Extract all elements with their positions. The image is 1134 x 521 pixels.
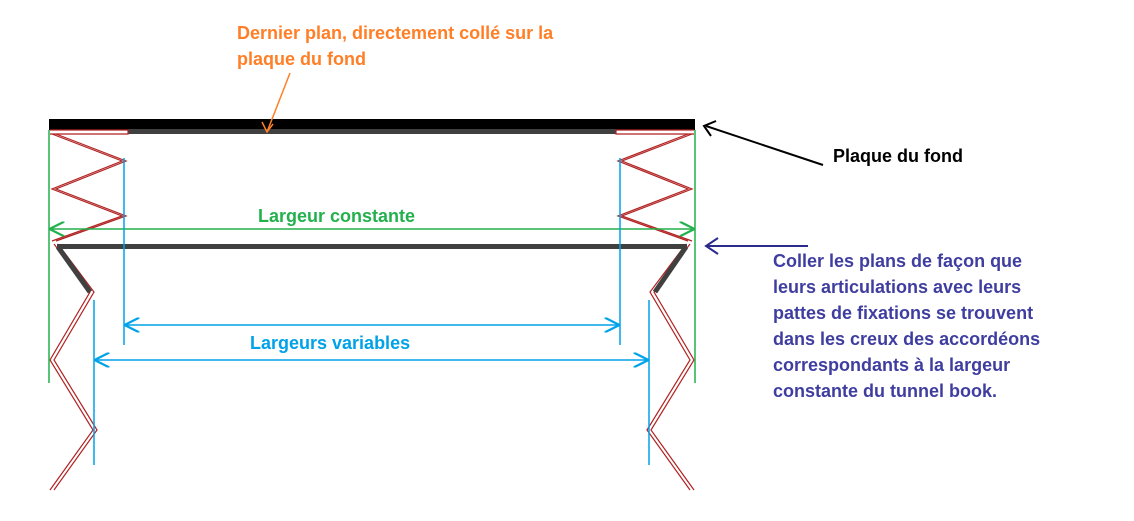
pointer-back-plate	[702, 120, 824, 166]
pointer-last-panel	[261, 72, 291, 134]
instructions-line-4: dans les creux des accordéons	[773, 329, 1041, 349]
instructions-label: Coller les plans de façon que leurs arti…	[773, 248, 1040, 404]
fixing-tab-left	[55, 245, 93, 294]
accordion-right-bottom	[646, 243, 695, 491]
last-panel	[128, 129, 616, 134]
instructions-line-2: leurs articulations avec leurs	[773, 277, 1022, 297]
back-plate-flaps	[50, 129, 694, 135]
last-panel-label-line-1: Dernier plan, directement collé sur la	[237, 23, 554, 43]
back-plate-label: Plaque du fond	[833, 146, 963, 166]
variable-widths-label: Largeurs variables	[250, 333, 411, 353]
last-panel-label: Dernier plan, directement collé sur la p…	[237, 20, 553, 72]
instructions-line-1: Coller les plans de façon que	[773, 251, 1023, 271]
accordion-right-top	[616, 133, 694, 242]
instructions-line-5: correspondants à la largeur	[773, 355, 1011, 375]
accordion-left-bottom	[49, 243, 98, 491]
fixing-tab-right	[652, 245, 689, 294]
accordion-left-top	[50, 133, 128, 242]
instructions-line-3: pattes de fixations se trouvent	[773, 303, 1034, 323]
middle-panel	[57, 244, 687, 249]
back-plate	[49, 119, 695, 130]
last-panel-label-line-2: plaque du fond	[237, 49, 366, 69]
instructions-line-6: constante du tunnel book.	[773, 381, 997, 401]
constant-width-label: Largeur constante	[258, 206, 416, 226]
pointer-middle-panel	[704, 237, 808, 255]
